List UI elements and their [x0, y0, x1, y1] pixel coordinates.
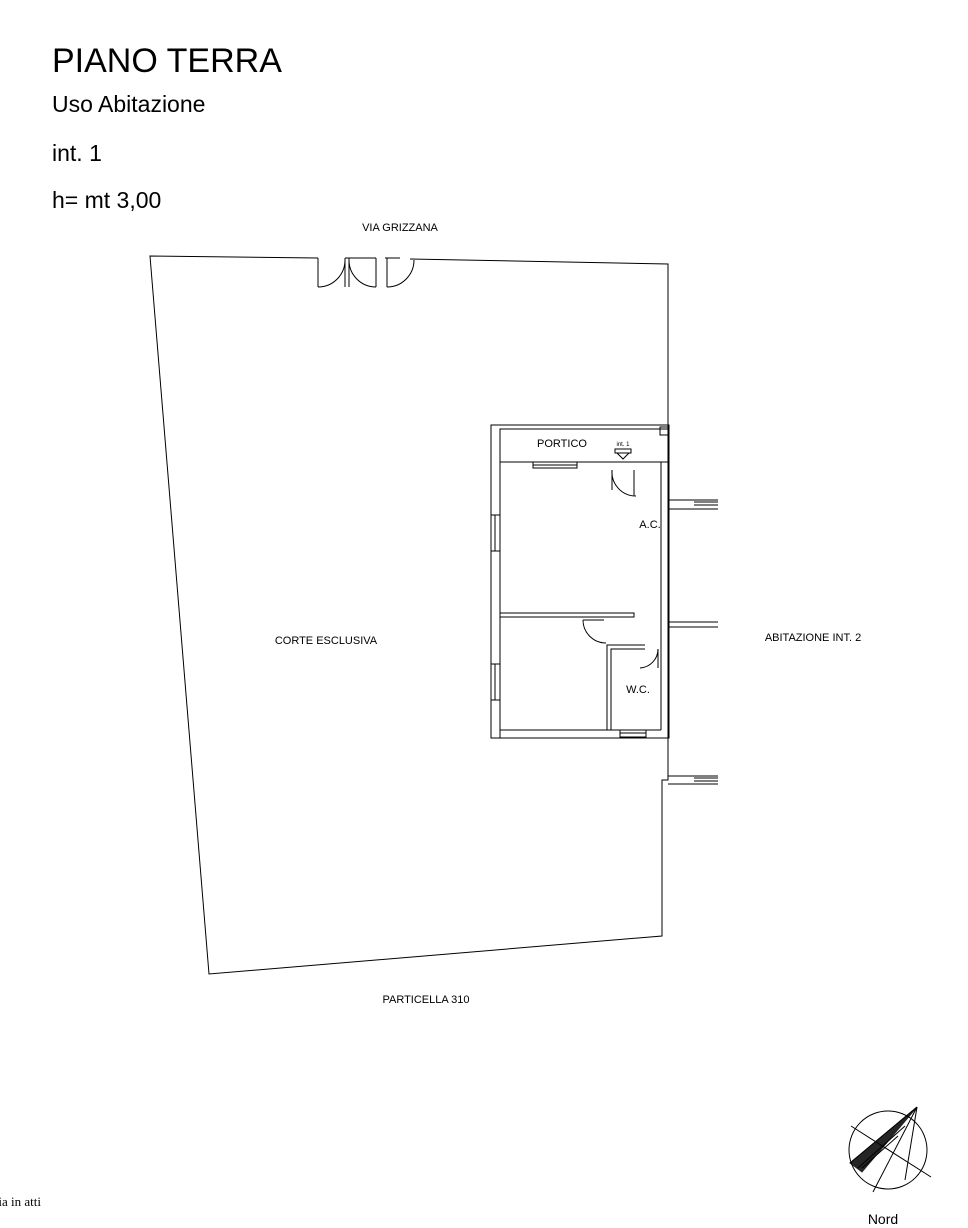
- compass-icon: [848, 1106, 932, 1193]
- room-label-portico: PORTICO: [537, 438, 587, 450]
- entrance-tag: int. 1: [616, 442, 630, 448]
- gate-doors: [317, 257, 415, 288]
- entrance-marker: [614, 448, 632, 460]
- building-walls: [490, 424, 670, 739]
- street-label: VIA GRIZZANA: [362, 222, 438, 234]
- usage-label: Uso Abitazione: [52, 91, 206, 117]
- interior-doors: [582, 469, 659, 669]
- room-label-ac: A.C.: [639, 519, 660, 531]
- room-label-wc: W.C.: [626, 684, 650, 696]
- neighbor-walls: [668, 499, 718, 785]
- windows: [490, 461, 647, 738]
- neighbor-label: ABITAZIONE INT. 2: [765, 632, 861, 644]
- court-label: CORTE ESCLUSIVA: [275, 635, 378, 647]
- parcel-label: PARTICELLA 310: [382, 994, 469, 1006]
- footer-note: ria in atti: [0, 1194, 41, 1209]
- page-title: PIANO TERRA: [52, 42, 282, 80]
- compass-label: Nord: [868, 1211, 898, 1227]
- height-label: h= mt 3,00: [52, 187, 162, 213]
- unit-label: int. 1: [52, 140, 102, 166]
- lot-boundary: [149, 255, 669, 975]
